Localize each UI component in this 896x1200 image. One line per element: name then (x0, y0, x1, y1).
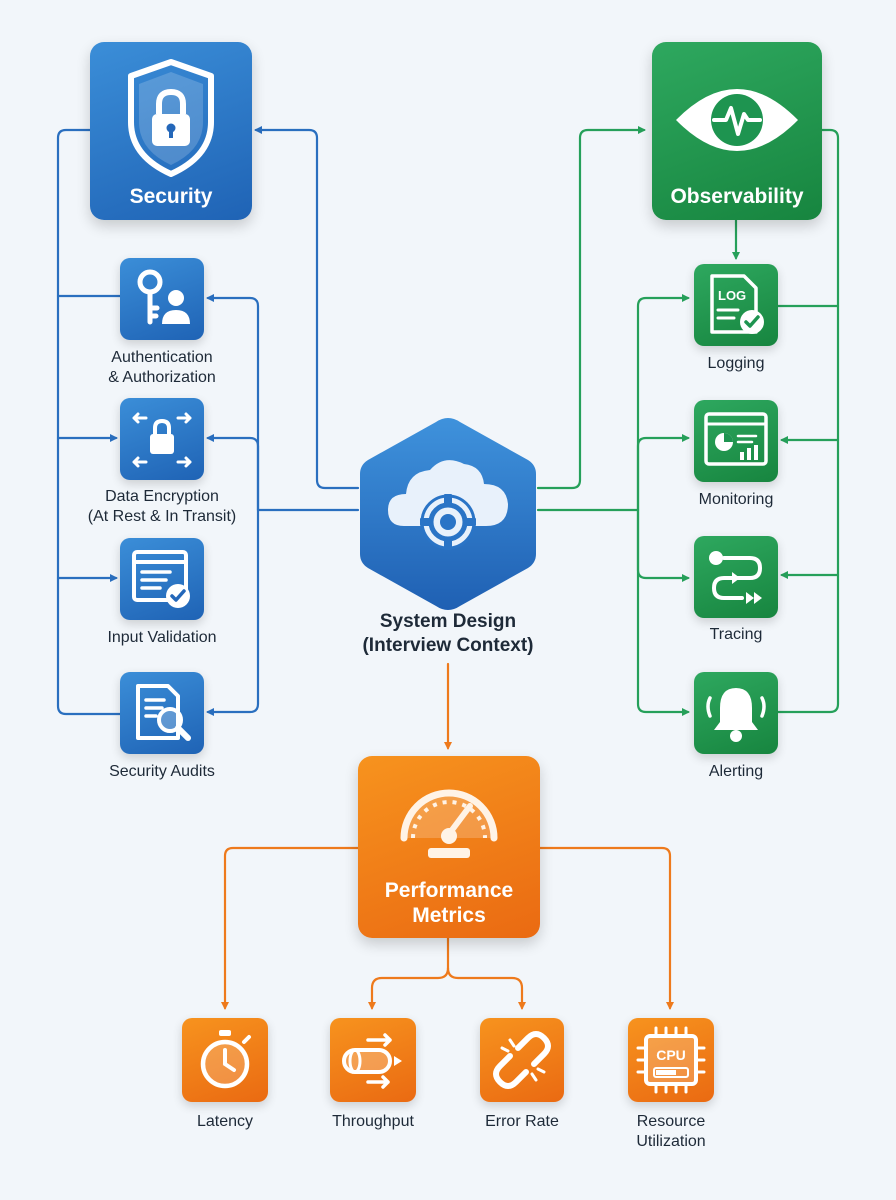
form-check-icon (132, 550, 190, 608)
auth-node (120, 258, 204, 340)
eye-pulse-icon (676, 89, 798, 151)
bell-icon (706, 688, 766, 742)
link-observability-bus (776, 128, 840, 714)
error-rate-label: Error Rate (485, 1113, 559, 1130)
link-observability-item-1 (636, 294, 690, 512)
document-search-icon (136, 684, 191, 741)
security-node: Security (90, 42, 252, 220)
security-audits-node (120, 672, 204, 754)
auth-label: Authentication & Authorization (108, 349, 216, 386)
input-validation-node (120, 538, 204, 620)
resource-utilization-label: Resource Utilization (636, 1113, 706, 1150)
latency-label: Latency (196, 1113, 254, 1130)
encryption-label: Data Encryption (At Rest & In Transit) (87, 488, 237, 525)
resource-utilization-node: CPU (628, 1018, 714, 1102)
log-file-icon: LOG (710, 274, 764, 334)
link-observability-item-2 (636, 434, 690, 512)
link-observability-item-3 (636, 508, 690, 582)
performance-node: Performance Metrics (358, 756, 540, 938)
security-title: Security (129, 185, 213, 208)
throughput-label: Throughput (332, 1113, 414, 1130)
speedometer-icon (400, 789, 498, 858)
tracing-label: Tracing (709, 626, 763, 643)
broken-link-icon (493, 1031, 551, 1089)
link-center-observability (536, 126, 646, 490)
lock-arrows-icon (132, 412, 192, 468)
encryption-node (120, 398, 204, 480)
observability-title: Observability (670, 185, 804, 208)
security-audits-label: Security Audits (109, 763, 215, 780)
observability-node: Observability (652, 42, 822, 220)
link-performance-error (446, 966, 526, 1010)
alerting-node (694, 672, 778, 754)
pipe-flow-icon (342, 1033, 402, 1089)
link-performance-split (368, 936, 450, 1010)
monitoring-node (694, 400, 778, 482)
dashboard-chart-icon (704, 412, 768, 466)
stopwatch-icon (200, 1030, 251, 1089)
link-security-item-2 (206, 434, 260, 512)
logging-node: LOG (694, 264, 778, 346)
cpu-icon-text: CPU (656, 1047, 686, 1063)
alerting-label: Alerting (708, 763, 764, 780)
logging-label: Logging (707, 355, 765, 372)
link-security-item-4 (206, 508, 260, 716)
link-security-bus (56, 128, 122, 716)
latency-node (182, 1018, 268, 1102)
error-rate-node (480, 1018, 564, 1102)
link-performance-latency (221, 846, 360, 1010)
link-center-security (254, 126, 360, 490)
tracing-node (694, 536, 778, 618)
cpu-chip-icon: CPU (636, 1026, 706, 1094)
cloud-gear-icon (388, 460, 508, 550)
performance-title: Performance Metrics (384, 879, 514, 927)
link-performance-resource (536, 846, 674, 1010)
monitoring-label: Monitoring (698, 491, 774, 508)
link-observability-item-4 (636, 508, 690, 716)
trace-path-icon (709, 551, 763, 604)
link-security-item-1 (206, 294, 260, 512)
shield-lock-icon (128, 59, 214, 177)
throughput-node (330, 1018, 416, 1102)
input-validation-label: Input Validation (107, 629, 217, 646)
log-icon-text: LOG (718, 288, 746, 303)
key-user-icon (137, 269, 190, 325)
center-node (360, 418, 536, 610)
center-title: System Design (Interview Context) (362, 611, 534, 656)
